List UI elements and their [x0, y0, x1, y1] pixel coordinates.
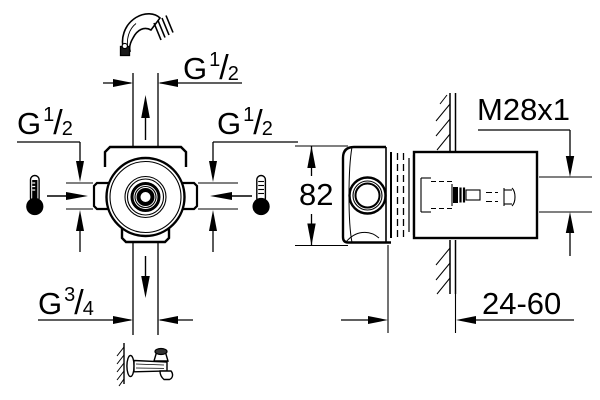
- side-view: [295, 93, 592, 333]
- fraction-numerator: 1: [243, 104, 255, 126]
- dimension-height: [295, 145, 348, 247]
- thread-symbol: G: [38, 286, 63, 321]
- port-extension-lines: [66, 182, 238, 210]
- thermometer-hot-icon: [26, 174, 44, 216]
- front-view: [17, 13, 298, 387]
- dimension-bottom: [38, 316, 193, 324]
- flow-arrow-down-icon: [141, 256, 150, 298]
- valve-housing-cylinder: [412, 150, 539, 240]
- fraction-denominator: 2: [261, 118, 273, 140]
- fraction-slash: /: [253, 104, 263, 142]
- fraction-slash: /: [219, 49, 229, 87]
- valve-body-side: [341, 145, 391, 244]
- dimension-top: [103, 79, 242, 87]
- thread-symbol: G: [183, 51, 208, 86]
- valve-body-front: [92, 145, 199, 244]
- fraction-denominator: 2: [227, 63, 239, 85]
- fraction-numerator: 1: [209, 49, 221, 71]
- thread-symbol: G: [217, 106, 242, 141]
- fraction-slash: /: [74, 284, 84, 322]
- fraction-denominator: 2: [61, 118, 73, 140]
- bath-spout-icon: [116, 343, 174, 387]
- inflow-arrow-left-icon: [47, 192, 88, 200]
- fraction-slash: /: [53, 104, 63, 142]
- dimension-thread: [478, 129, 592, 256]
- dimension-depth: [341, 245, 574, 333]
- pipe-top: [132, 73, 159, 147]
- wall-section-top: [435, 93, 457, 152]
- mounting-flange: [390, 152, 415, 238]
- fraction-numerator: 1: [43, 104, 55, 126]
- wall-section-bottom: [435, 240, 457, 333]
- hand-shower-icon: [119, 13, 174, 57]
- label-depth-dimension: 24-60: [482, 286, 562, 321]
- dimension-right-port: [209, 141, 298, 252]
- label-height-dimension: 82: [299, 177, 334, 212]
- hidden-cartridge-detail: [420, 177, 516, 213]
- dimension-left-port: [17, 141, 84, 252]
- thermometer-cold-icon: [252, 174, 270, 216]
- label-thread-dimension: M28x1: [477, 92, 571, 127]
- inflow-arrow-right-icon: [210, 192, 252, 200]
- fraction-numerator: 3: [64, 284, 76, 306]
- pipe-bottom: [132, 242, 159, 335]
- fraction-denominator: 4: [82, 298, 94, 320]
- thread-symbol: G: [17, 106, 42, 141]
- flow-arrow-up-icon: [141, 95, 150, 140]
